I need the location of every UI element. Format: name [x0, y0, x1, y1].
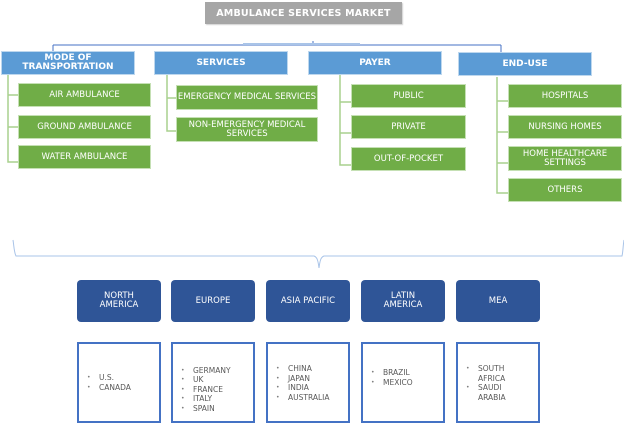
category-services: SERVICES: [154, 51, 288, 75]
country-item: CANADA: [87, 383, 131, 393]
region-mea: MEA: [456, 280, 540, 322]
leaf-water-ambulance: WATER AMBULANCE: [18, 145, 151, 169]
country-item: ITALY: [181, 394, 231, 404]
countries-latin-america: BRAZIL MEXICO: [361, 342, 445, 423]
leaf-private: PRIVATE: [351, 115, 466, 139]
country-item: INDIA: [276, 383, 330, 393]
region-asia-pacific: ASIA PACIFIC: [266, 280, 350, 322]
region-label: LATIN AMERICA: [383, 291, 423, 310]
leaf-emergency-medical-services: EMERGENCY MEDICAL SERVICES: [176, 85, 318, 110]
category-mode-of-transportation: MODE OF TRANSPORTATION: [1, 51, 135, 75]
region-europe: EUROPE: [171, 280, 255, 322]
leaf-air-ambulance: AIR AMBULANCE: [18, 83, 151, 107]
country-item: BRAZIL: [371, 368, 413, 378]
leaf-home-healthcare-settings: HOME HEALTHCARE SETTINGS: [508, 146, 622, 171]
country-item: UK: [181, 375, 231, 385]
region-label: ASIA PACIFIC: [280, 295, 336, 306]
region-latin-america: LATIN AMERICA: [361, 280, 445, 322]
country-item: SAUDI ARABIA: [466, 383, 518, 402]
region-label: NORTH AMERICA: [99, 291, 139, 310]
country-item: AUSTRALIA: [276, 393, 330, 403]
country-item: CHINA: [276, 364, 330, 374]
country-item: GERMANY: [181, 366, 231, 376]
countries-europe: GERMANY UK FRANCE ITALY SPAIN: [171, 342, 255, 423]
countries-asia-pacific: CHINA JAPAN INDIA AUSTRALIA: [266, 342, 350, 423]
country-item: JAPAN: [276, 374, 330, 384]
leaf-others: OTHERS: [508, 178, 622, 202]
region-label: MEA: [488, 295, 508, 306]
category-payer: PAYER: [308, 51, 442, 75]
country-item: U.S.: [87, 373, 131, 383]
leaf-public: PUBLIC: [351, 84, 466, 108]
country-item: SPAIN: [181, 404, 231, 414]
country-item: FRANCE: [181, 385, 231, 395]
category-end-use: END-USE: [458, 52, 592, 76]
countries-north-america: U.S. CANADA: [77, 342, 161, 423]
branch-lines: [7, 75, 508, 194]
region-north-america: NORTH AMERICA: [77, 280, 161, 322]
region-label: EUROPE: [195, 295, 231, 306]
leaf-hospitals: HOSPITALS: [508, 84, 622, 108]
market-title: AMBULANCE SERVICES MARKET: [205, 2, 402, 24]
leaf-non-emergency-medical-services: NON-EMERGENCY MEDICAL SERVICES: [176, 117, 318, 142]
leaf-ground-ambulance: GROUND AMBULANCE: [18, 115, 151, 139]
region-brace: [12, 239, 624, 269]
country-item: SOUTH AFRICA: [466, 364, 518, 383]
countries-mea: SOUTH AFRICA SAUDI ARABIA: [456, 342, 540, 423]
leaf-nursing-homes: NURSING HOMES: [508, 115, 622, 139]
country-item: MEXICO: [371, 378, 413, 388]
leaf-out-of-pocket: OUT-OF-POCKET: [351, 147, 466, 171]
